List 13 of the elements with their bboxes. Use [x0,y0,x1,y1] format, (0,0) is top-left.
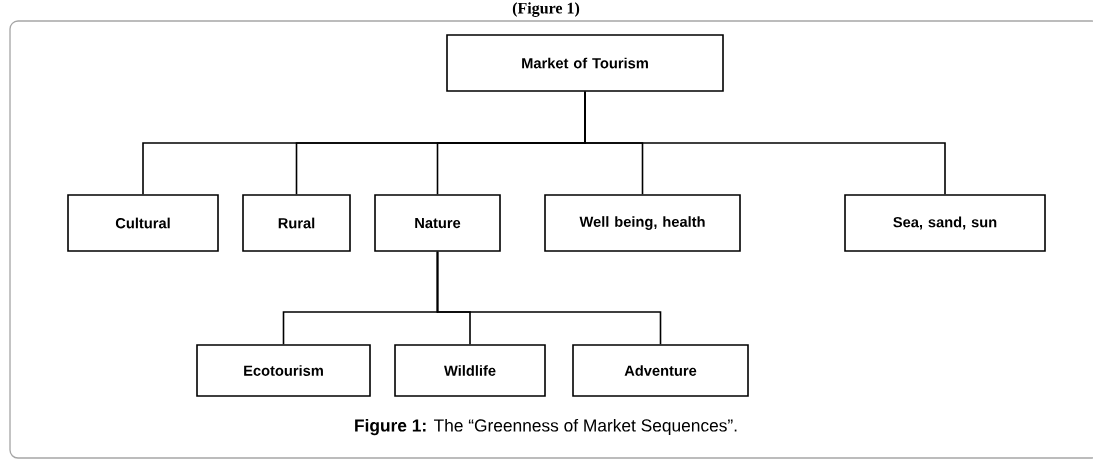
category-box: Market of Tourism [446,34,724,92]
category-box: Nature [374,194,501,252]
category-box: Well being, health [544,194,741,252]
figure-caption: Figure 1: The “Greenness of Market Sequences”. [355,418,737,436]
category-box: Adventure [572,344,749,397]
category-box: Sea, sand, sun [844,194,1046,252]
category-box: Wildlife [394,344,546,397]
category-box: Cultural [67,194,219,252]
connector-line [436,251,662,345]
category-box: Rural [242,194,351,252]
connector-line [584,91,946,195]
category-box: Ecotourism [196,344,371,397]
figure-reference: (Figure 1) [512,2,580,17]
